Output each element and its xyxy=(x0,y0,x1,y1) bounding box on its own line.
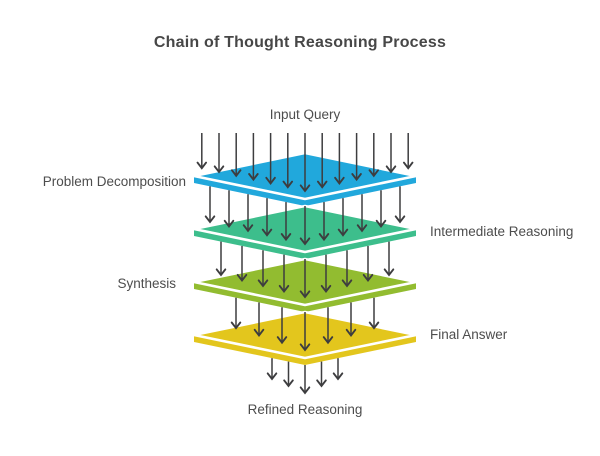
flow-arrow-head xyxy=(299,237,311,246)
flow-arrow-head xyxy=(282,180,294,189)
flow-arrow-head xyxy=(253,328,265,337)
input-query-label: Input Query xyxy=(269,107,341,122)
layer-label-synthesis: Synthesis xyxy=(117,276,176,291)
flow-arrow-head xyxy=(265,176,276,185)
layer-label-intermediate-reasoning: Intermediate Reasoning xyxy=(430,224,574,239)
flow-arrow-head xyxy=(261,228,273,237)
flow-arrow-head xyxy=(280,233,292,242)
flow-arrow-head xyxy=(316,379,327,388)
flow-arrow-head xyxy=(341,279,353,288)
flow-arrow-head xyxy=(362,273,374,283)
flow-arrow-head xyxy=(383,268,395,277)
flow-arrow-head xyxy=(223,219,235,228)
flow-arrow-head xyxy=(320,284,332,294)
flow-arrow-head xyxy=(375,219,387,228)
flow-arrow-head xyxy=(394,215,406,224)
flow-arrow-head xyxy=(368,169,380,178)
flow-arrow-head xyxy=(337,228,349,237)
flow-arrow-head xyxy=(299,343,311,352)
layer-label-problem-decomposition: Problem Decomposition xyxy=(42,174,186,189)
page-title: Chain of Thought Reasoning Process xyxy=(153,34,447,51)
flow-arrow-head xyxy=(278,284,290,294)
flow-arrow-head xyxy=(402,161,414,170)
flow-arrow-head xyxy=(345,328,357,337)
flow-arrow-head xyxy=(316,180,328,189)
flow-arrow-head xyxy=(299,184,311,193)
flow-arrow-head xyxy=(299,386,311,395)
flow-arrow-head xyxy=(257,279,269,288)
flow-arrow-head xyxy=(213,165,225,174)
flow-arrow-head xyxy=(368,321,380,330)
flow-arrow-head xyxy=(322,336,334,345)
flow-arrow-head xyxy=(276,336,288,345)
flow-arrow-head xyxy=(356,224,368,233)
flow-arrow-head xyxy=(334,176,345,185)
flow-arrow-head xyxy=(204,215,216,224)
refined-reasoning-label: Refined Reasoning xyxy=(247,402,363,417)
flow-arrow-head xyxy=(332,372,344,381)
flow-arrow-head xyxy=(385,165,397,174)
flow-arrow-head xyxy=(196,161,208,170)
flow-arrow-head xyxy=(230,321,242,330)
flow-arrow-head xyxy=(236,273,248,283)
flow-arrow-head xyxy=(351,173,362,182)
flow-arrow-head xyxy=(283,379,294,388)
flow-arrow-head xyxy=(248,173,259,182)
flow-arrow-head xyxy=(215,268,227,277)
flow-arrow-head xyxy=(299,290,311,299)
flow-arrow-head xyxy=(318,233,330,242)
flow-arrow-head xyxy=(266,372,278,381)
layer-label-final-answer: Final Answer xyxy=(430,327,508,342)
flow-arrow-head xyxy=(242,224,254,233)
flow-arrow-head xyxy=(230,169,242,178)
